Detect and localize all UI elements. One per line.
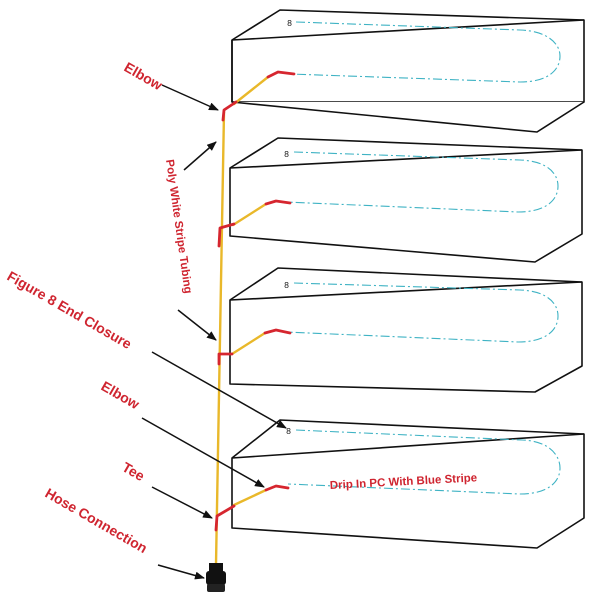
figure8-end-closure-arrow (151, 351, 287, 429)
tee-fitting-2 (217, 222, 236, 248)
elbow-bottom-arrow (141, 417, 265, 488)
figure8-marker-2: 8 (284, 150, 289, 159)
elbow-fitting-bottom (264, 484, 290, 492)
tubing-arrow-down (177, 309, 217, 341)
hose-connection-arrow (157, 564, 205, 580)
main-supply-tubing (214, 75, 270, 566)
elbow-fitting-top (221, 100, 238, 122)
figure8-end-closure-label: Figure 8 End Closure (5, 268, 135, 352)
raised-bed-2: 8 (229, 137, 583, 263)
tubing-arrow-up (183, 141, 217, 171)
elbow-top-arrow (161, 84, 219, 111)
figure8-marker-4: 8 (286, 427, 291, 436)
tee-fitting-bottom (214, 504, 236, 532)
raised-bed-3: 8 (229, 267, 583, 393)
drip-line-1 (289, 21, 561, 83)
elbow-bottom-label: Elbow (99, 378, 143, 413)
poly-tubing-label: Poly White Stripe Tubing (163, 159, 194, 295)
figure8-marker-3: 8 (284, 281, 289, 290)
raised-bed-1: 8 (231, 9, 585, 133)
raised-bed-4: 8 Drip In PC With Blue Stripe (231, 419, 585, 549)
drip-line-4 (287, 429, 561, 495)
hose-connection-fitting (206, 563, 226, 592)
hose-connection-label: Hose Connection (43, 485, 151, 556)
tee-fitting-3 (217, 352, 234, 366)
drip-line-3 (285, 282, 559, 343)
fittings (214, 70, 296, 532)
leader-arrows (141, 84, 287, 580)
figure8-marker-1: 8 (287, 19, 292, 28)
tee-arrow (151, 486, 213, 519)
elbow-top-label: Elbow (122, 59, 166, 94)
drip-line-2 (285, 151, 559, 213)
tee-label: Tee (120, 459, 148, 485)
